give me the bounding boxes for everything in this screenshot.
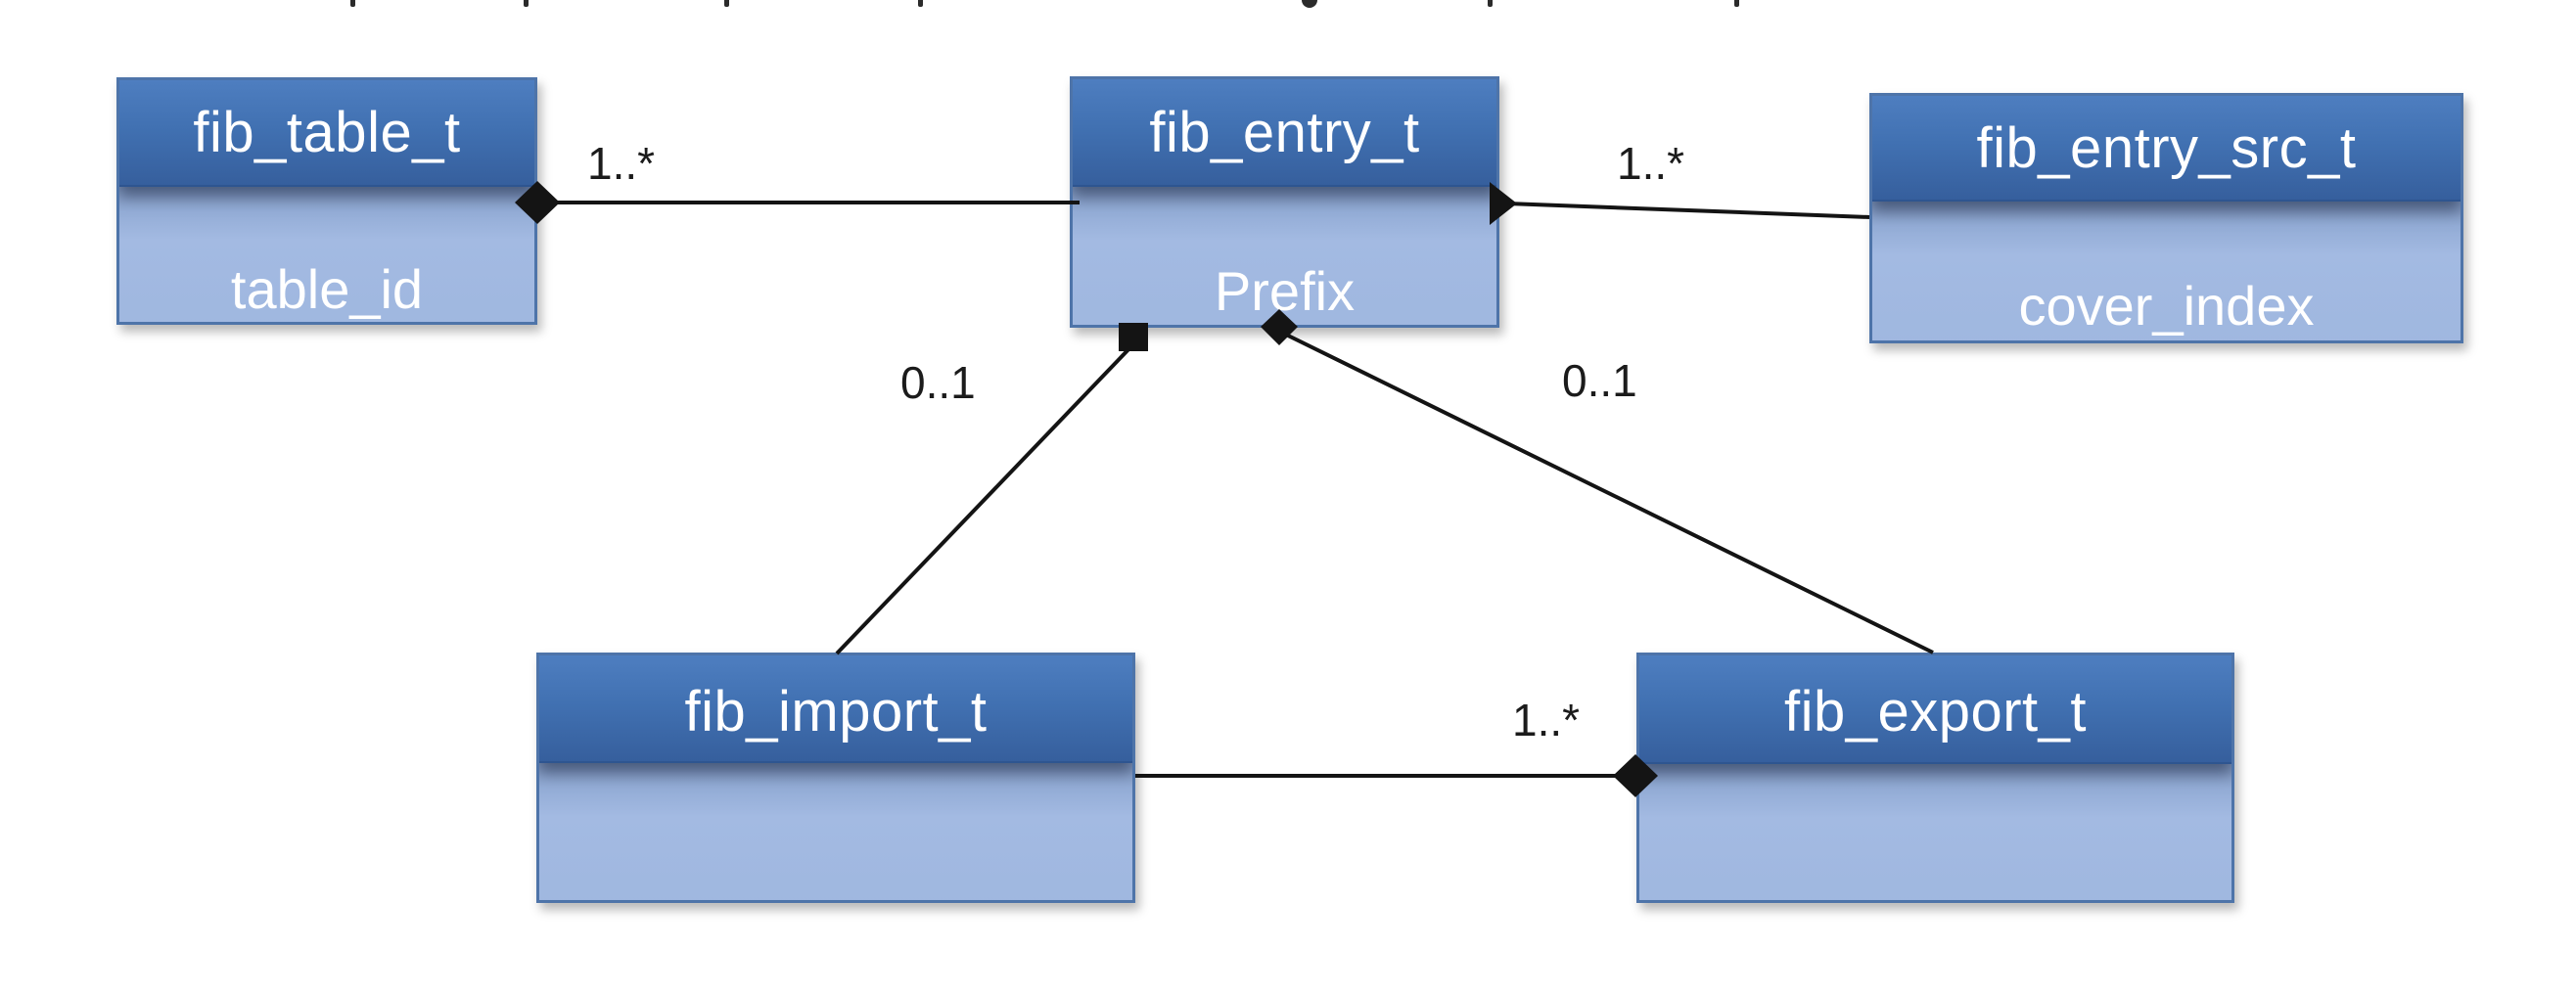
class-box-fib-entry-src-t: fib_entry_src_t cover_index [1869,93,2463,343]
class-attributes: table_id [119,187,534,322]
class-header: fib_import_t [539,655,1132,763]
class-attributes: Prefix [1073,187,1496,325]
multiplicity-label: 0..1 [900,357,976,408]
class-name: fib_entry_t [1149,100,1420,164]
class-attribute: Prefix [1214,260,1356,322]
cropped-text-fragment [524,0,529,7]
multiplicity-label: 1..* [1617,138,1685,189]
multiplicity-label: 1..* [1512,695,1581,745]
multiplicity-label: 0..1 [1562,355,1637,406]
class-header: fib_table_t [119,80,534,187]
multiplicity-label: 1..* [587,138,656,189]
class-name: fib_table_t [193,101,461,164]
class-header: fib_entry_t [1073,79,1496,187]
class-name: fib_entry_src_t [1976,115,2357,180]
class-name: fib_import_t [684,679,988,744]
class-attribute: table_id [230,258,424,320]
cropped-text-fragment [1302,0,1317,8]
cropped-text-fragment [350,0,355,7]
class-attributes [1639,764,2231,900]
class-box-fib-export-t: fib_export_t [1636,653,2234,903]
cropped-text-fragment [918,0,923,7]
connector-fib-entry-to-fib-import [835,342,1135,655]
cropped-text-fragment [724,0,729,7]
class-box-fib-import-t: fib_import_t [536,653,1135,903]
connector-fib-entry-to-fib-entry-src [1506,202,1870,219]
class-attribute: cover_index [2018,274,2315,337]
cropped-text-fragment [1488,0,1493,7]
class-attributes [539,763,1132,900]
class-box-fib-entry-t: fib_entry_t Prefix [1070,76,1499,328]
class-attributes: cover_index [1872,202,2461,340]
class-box-fib-table-t: fib_table_t table_id [116,77,537,325]
cropped-text-fragment [1734,0,1739,7]
class-name: fib_export_t [1783,680,2088,744]
class-header: fib_export_t [1639,655,2231,764]
class-header: fib_entry_src_t [1872,96,2461,202]
